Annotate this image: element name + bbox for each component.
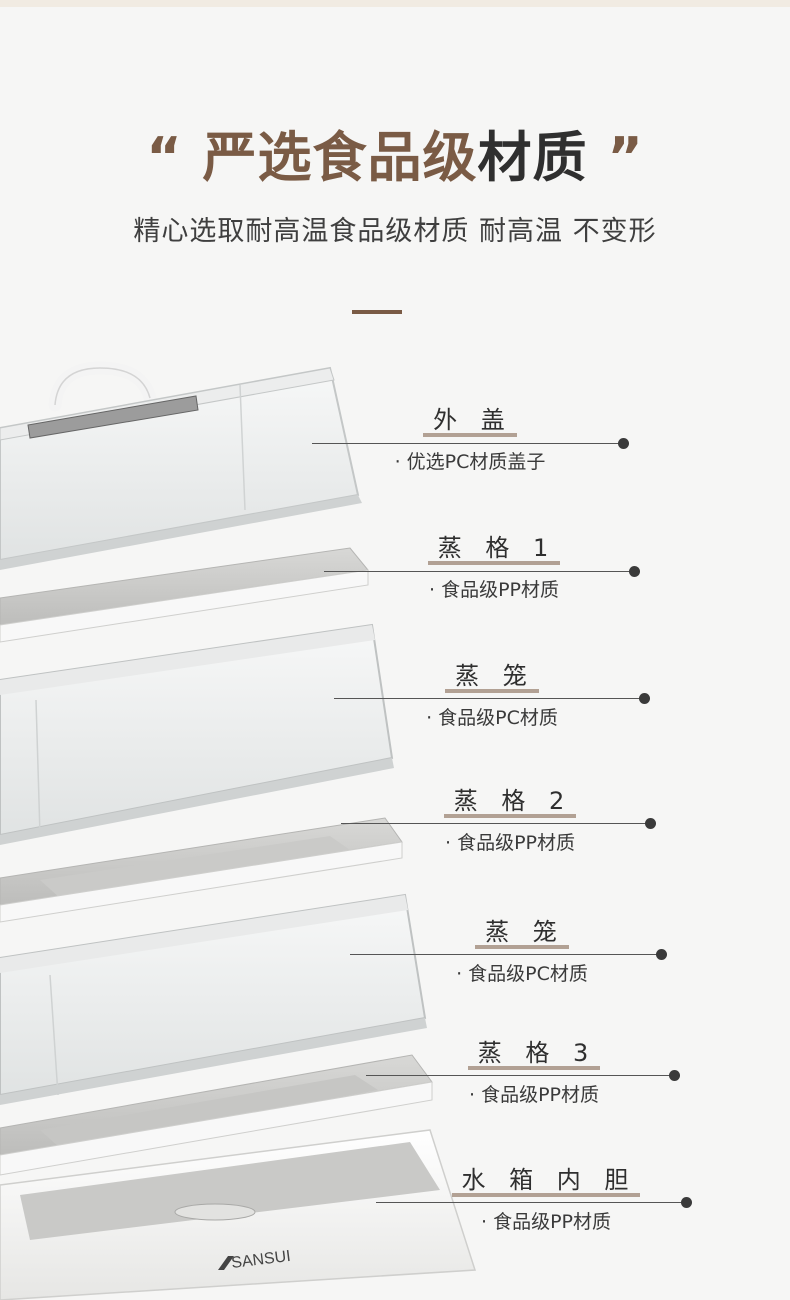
leader-dot	[669, 1070, 680, 1081]
leader-dot	[656, 949, 667, 960]
steamer-basket-1-shape	[0, 623, 394, 845]
leader-line	[312, 443, 624, 444]
part-desc: · 食品级PP材质	[481, 1211, 611, 1233]
leader-line	[376, 1202, 686, 1203]
leader-line	[350, 954, 660, 955]
leader-line	[366, 1075, 674, 1076]
part-label-steam-tray-1: 蒸 格 1 · 食品级PP材质	[374, 533, 614, 603]
title-quote-close: ”	[607, 126, 644, 189]
part-desc: · 优选PC材质盖子	[394, 451, 546, 473]
part-name: 蒸 笼	[475, 917, 569, 949]
leader-dot	[618, 438, 629, 449]
page-title: “ 严选食品级材质 ”	[0, 118, 790, 198]
leader-line	[324, 571, 634, 572]
leader-dot	[681, 1197, 692, 1208]
part-desc: · 食品级PC材质	[456, 963, 588, 985]
top-band	[0, 0, 790, 7]
part-name: 蒸 格 2	[443, 786, 577, 818]
steamer-exploded-illustration: SANSUI	[0, 361, 477, 1300]
leader-line	[341, 823, 650, 824]
part-desc: · 食品级PP材质	[445, 832, 575, 854]
steamer-basket-2-shape	[0, 893, 427, 1105]
part-name: 蒸 格 3	[467, 1038, 601, 1070]
part-label-steam-tray-2: 蒸 格 2 · 食品级PP材质	[390, 786, 630, 856]
title-highlight: 严选食品级	[202, 126, 478, 189]
leader-line	[334, 698, 644, 699]
title-rest: 材质	[477, 126, 588, 189]
part-label-steamer-basket-1: 蒸 笼 · 食品级PC材质	[372, 661, 612, 731]
part-name: 蒸 格 1	[427, 533, 561, 565]
steam-tray-1-shape	[0, 547, 369, 643]
page-subtitle: 精心选取耐高温食品级材质 耐高温 不变形	[133, 216, 657, 247]
leader-dot	[639, 693, 650, 704]
part-label-steamer-basket-2: 蒸 笼 · 食品级PC材质	[402, 917, 642, 987]
part-label-outer-lid: 外 盖 · 优选PC材质盖子	[350, 405, 590, 475]
part-label-water-tank: 水 箱 内 胆 · 食品级PP材质	[426, 1165, 666, 1235]
steam-tray-2-shape	[0, 817, 403, 923]
leader-dot	[645, 818, 656, 829]
part-name: 蒸 笼	[445, 661, 539, 693]
part-desc: · 食品级PP材质	[469, 1084, 599, 1106]
title-divider	[352, 310, 402, 314]
part-desc: · 食品级PC材质	[426, 707, 558, 729]
part-desc: · 食品级PP材质	[429, 579, 559, 601]
title-quote-open: “	[146, 126, 183, 189]
outer-lid-shape	[0, 361, 362, 570]
leader-dot	[629, 566, 640, 577]
part-name: 外 盖	[423, 405, 517, 437]
steam-tray-3-shape	[0, 1054, 433, 1176]
brand-logo-icon	[218, 1256, 234, 1270]
water-tank-base-shape: SANSUI	[0, 1129, 477, 1300]
part-label-steam-tray-3: 蒸 格 3 · 食品级PP材质	[414, 1038, 654, 1108]
part-name: 水 箱 内 胆	[451, 1165, 641, 1197]
